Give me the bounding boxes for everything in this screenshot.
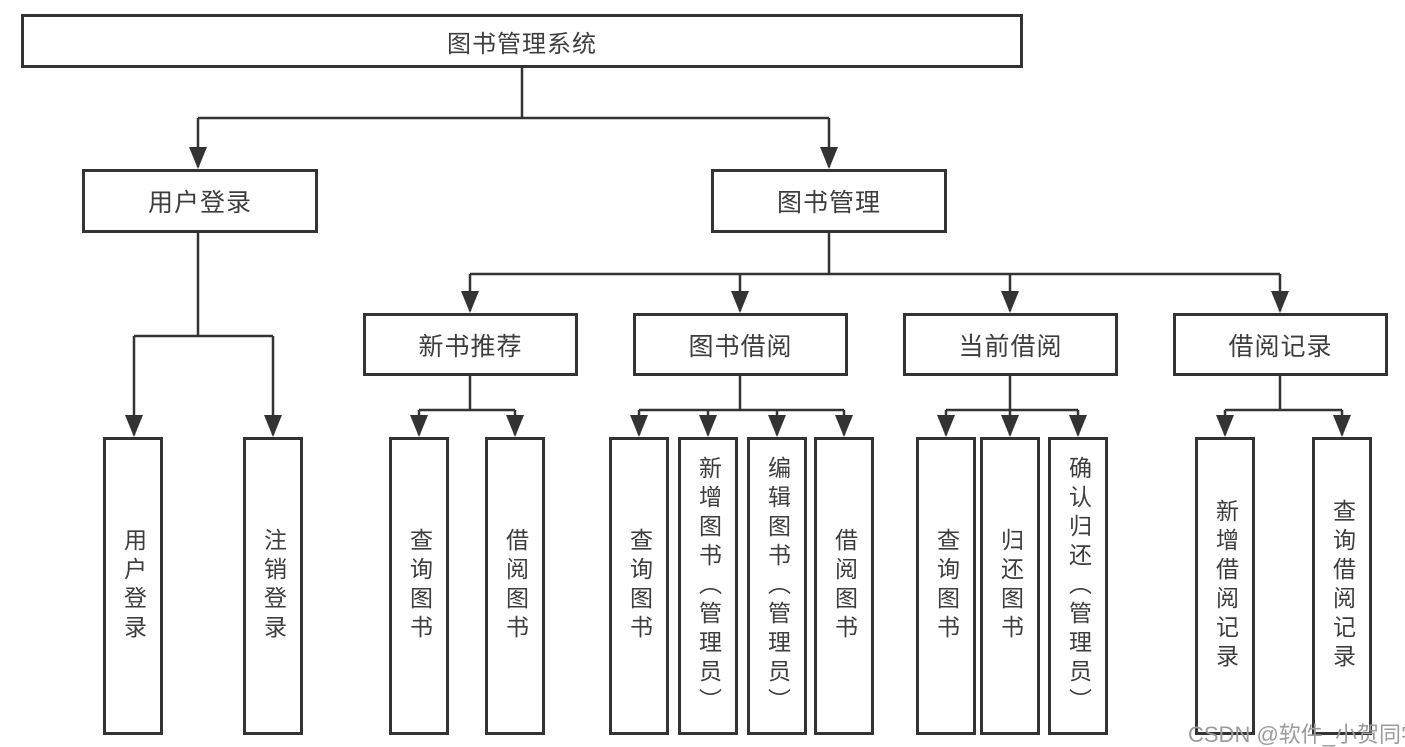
leaf-label: 确认归还（管理员） <box>1065 455 1092 717</box>
node-current-borrowing: 当前借阅 <box>903 313 1118 376</box>
leaf-label: 新增借阅记录 <box>1212 499 1239 673</box>
leaf-label: 用户登录 <box>120 528 147 644</box>
leaf-user-login: 用户登录 <box>103 437 163 735</box>
leaf-label: 新增图书（管理员） <box>695 455 722 717</box>
leaf-label: 编辑图书（管理员） <box>764 455 791 717</box>
node-user-login: 用户登录 <box>82 169 318 233</box>
leaf-edit-books-admin: 编辑图书（管理员） <box>747 437 807 735</box>
leaf-borrow-books-recommend: 借阅图书 <box>485 437 545 735</box>
node-borrowing-records: 借阅记录 <box>1173 313 1388 376</box>
node-new-book-recommend: 新书推荐 <box>363 313 578 376</box>
leaf-confirm-return-admin: 确认归还（管理员） <box>1048 437 1108 735</box>
leaf-label: 归还图书 <box>997 528 1024 644</box>
leaf-return-books: 归还图书 <box>980 437 1040 735</box>
leaf-logout: 注销登录 <box>243 437 303 735</box>
node-book-borrowing: 图书借阅 <box>633 313 848 376</box>
leaf-label: 借阅图书 <box>831 528 858 644</box>
node-library-management-system: 图书管理系统 <box>21 14 1023 68</box>
leaf-label: 借阅图书 <box>502 528 529 644</box>
leaf-label: 查询图书 <box>406 528 433 644</box>
leaf-query-borrow-record: 查询借阅记录 <box>1312 437 1372 735</box>
csdn-watermark: CSDN @软件_小贺同学 <box>1188 722 1405 747</box>
leaf-query-books-current: 查询图书 <box>916 437 976 735</box>
leaf-label: 查询图书 <box>626 528 653 644</box>
leaf-query-books-recommend: 查询图书 <box>389 437 449 735</box>
leaf-label: 查询借阅记录 <box>1329 499 1356 673</box>
node-book-management: 图书管理 <box>711 169 947 233</box>
leaf-borrow-books: 借阅图书 <box>814 437 874 735</box>
leaf-label: 查询图书 <box>933 528 960 644</box>
leaf-label: 注销登录 <box>260 528 287 644</box>
leaf-add-borrow-record: 新增借阅记录 <box>1195 437 1255 735</box>
leaf-add-books-admin: 新增图书（管理员） <box>678 437 738 735</box>
leaf-query-books-borrow: 查询图书 <box>609 437 669 735</box>
